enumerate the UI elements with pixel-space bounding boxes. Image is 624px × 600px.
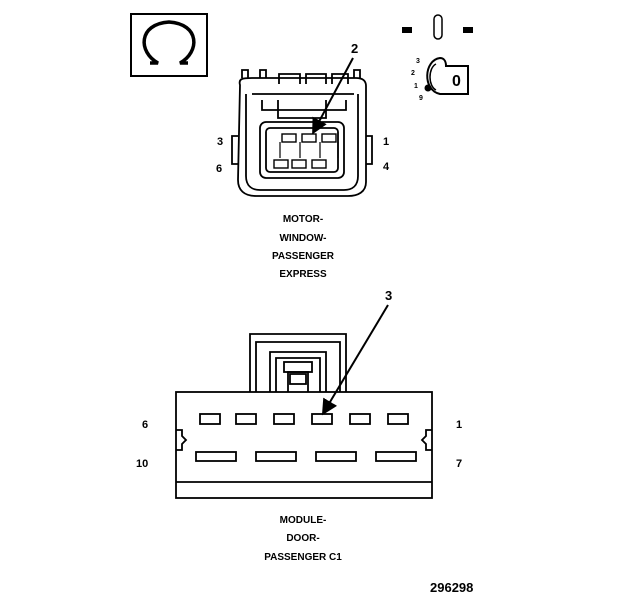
key-position-2: 2 <box>411 70 415 77</box>
top-pin-label-1: 1 <box>383 136 389 148</box>
callout-2-leader <box>312 57 354 135</box>
top-pin-label-4: 4 <box>383 161 390 173</box>
callout-2: 2 <box>351 41 358 56</box>
svg-text:MODULE-: MODULE- <box>280 515 327 526</box>
figure-number: 296298 <box>430 580 473 595</box>
bottom-pin-label-10: 10 <box>136 458 148 470</box>
ohm-symbol-icon <box>130 13 208 77</box>
key-position-3: 3 <box>416 58 420 65</box>
svg-text:DOOR-: DOOR- <box>286 533 319 544</box>
top-connector-drawing <box>231 69 373 197</box>
svg-text:PASSENGER C1: PASSENGER C1 <box>264 552 342 563</box>
svg-text:EXPRESS: EXPRESS <box>279 269 327 280</box>
bottom-connector-caption: MODULE- DOOR- PASSENGER C1 <box>264 515 342 563</box>
bottom-connector-drawing <box>175 333 433 499</box>
callout-3-leader <box>321 304 389 416</box>
top-connector-caption: MOTOR- WINDOW- PASSENGER EXPRESS <box>272 214 335 280</box>
top-pin-label-6: 6 <box>216 163 222 175</box>
svg-text:MOTOR-: MOTOR- <box>283 214 323 225</box>
top-pin-label-3: 3 <box>217 136 223 148</box>
bottom-pin-label-7: 7 <box>456 458 462 470</box>
svg-text:PASSENGER: PASSENGER <box>272 251 335 262</box>
key-position-1: 1 <box>414 83 418 90</box>
bottom-pin-label-1: 1 <box>456 419 462 431</box>
svg-text:WINDOW-: WINDOW- <box>279 233 326 244</box>
callout-3: 3 <box>385 288 392 303</box>
key-label: 0 <box>452 73 461 90</box>
key-position-9: 9 <box>419 95 423 102</box>
bottom-pin-label-6: 6 <box>142 419 148 431</box>
ignition-key-icon: 0 3 2 1 9 <box>402 14 473 102</box>
